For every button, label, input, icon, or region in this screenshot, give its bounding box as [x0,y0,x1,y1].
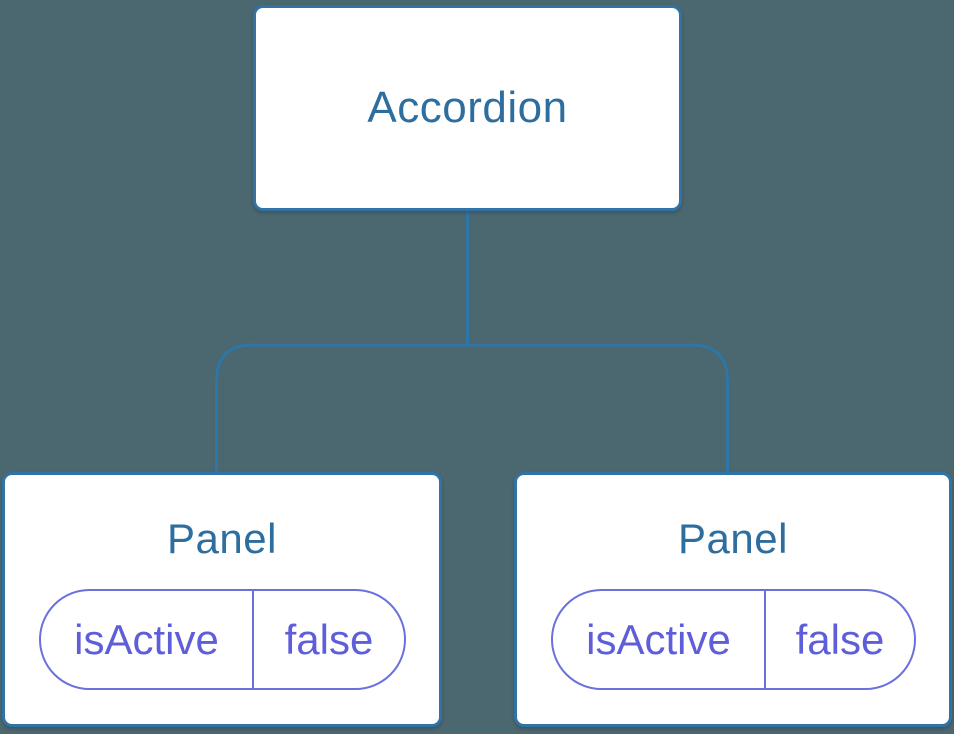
node-panel-2-label: Panel [678,515,788,562]
node-panel-1-label: Panel [167,515,277,562]
state-value: false [795,615,885,663]
node-panel-1: Panel isActive false [2,472,442,727]
node-panel-1-state-pill: isActive false [39,589,406,690]
state-key: isActive [553,591,766,688]
state-value: false [284,615,374,663]
node-panel-2-state-pill: isActive false [551,589,916,690]
connector-branch [215,343,729,474]
node-accordion: Accordion [253,5,682,211]
state-key: isActive [41,591,254,688]
node-accordion-label: Accordion [367,83,568,132]
node-panel-2: Panel isActive false [514,472,952,727]
